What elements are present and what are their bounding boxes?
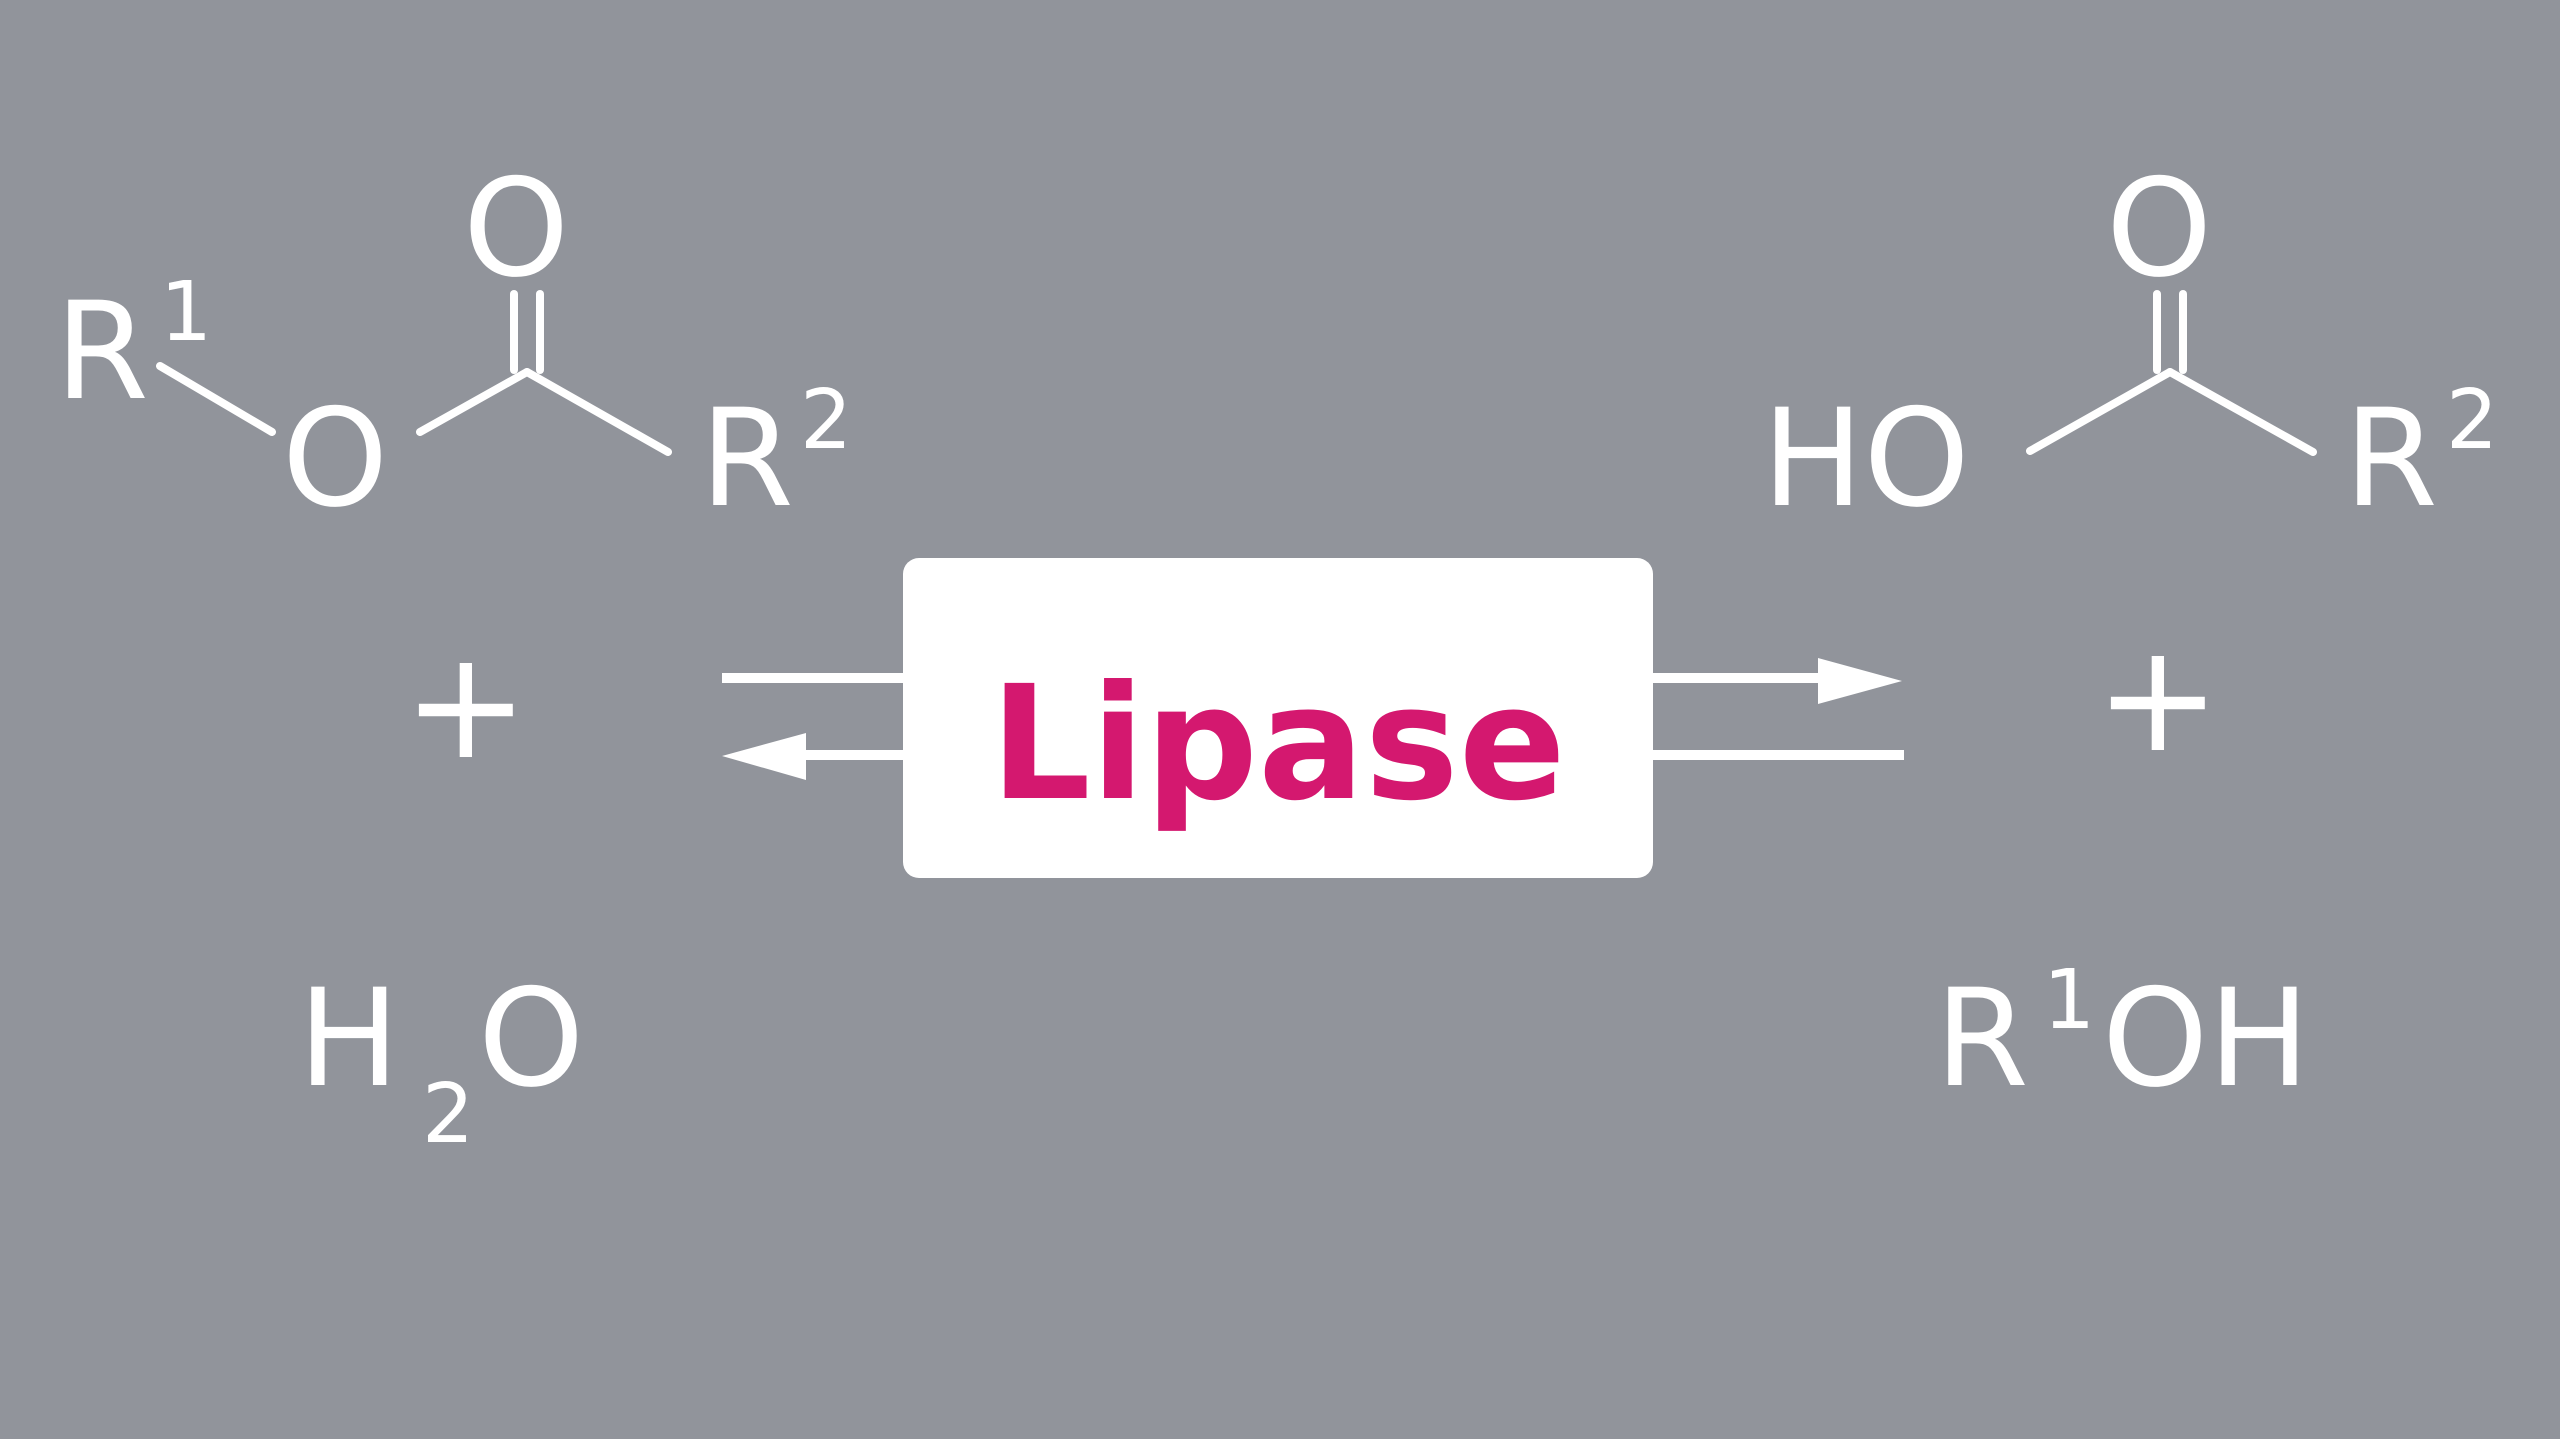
ester-r2-index: 2 bbox=[800, 373, 852, 468]
enzyme-box-background bbox=[903, 558, 1653, 878]
hydroxyl-group: HO bbox=[1762, 380, 1970, 537]
enzyme-label: Lipase bbox=[990, 652, 1566, 836]
alcohol-r-index: 1 bbox=[2043, 953, 2095, 1048]
ester-r2-label: R bbox=[700, 380, 794, 537]
reverse-arrowhead bbox=[722, 733, 806, 780]
alcohol-hydroxyl: OH bbox=[2102, 960, 2310, 1117]
r1-index: 1 bbox=[160, 265, 212, 360]
r1-label: R bbox=[55, 273, 149, 430]
forward-arrowhead bbox=[1818, 658, 1902, 704]
enzyme-box: Lipase bbox=[903, 558, 1653, 878]
reactant-plus: + bbox=[403, 619, 529, 793]
product-plus: + bbox=[2095, 612, 2221, 786]
bond-r1-o bbox=[156, 362, 276, 436]
ester-carbonyl-oxygen: O bbox=[463, 150, 569, 307]
acid-r2-index: 2 bbox=[2446, 373, 2498, 468]
water-hydrogen: H bbox=[298, 960, 400, 1117]
bond-o-c bbox=[416, 368, 531, 436]
acid-carbonyl-oxygen: O bbox=[2106, 150, 2212, 307]
acid-r2-label: R bbox=[2344, 380, 2438, 537]
alcohol-r-label: R bbox=[1935, 960, 2029, 1117]
bond-c-r2-product bbox=[2166, 368, 2317, 456]
bond-ho-c bbox=[2026, 368, 2174, 455]
acid-molecule: HO O R 2 bbox=[1762, 150, 2498, 537]
water-oxygen: O bbox=[478, 960, 584, 1117]
water-subscript: 2 bbox=[422, 1067, 474, 1162]
ester-molecule: R 1 O O R 2 bbox=[55, 150, 852, 537]
ester-oxygen: O bbox=[282, 380, 388, 537]
alcohol-molecule: R 1 OH bbox=[1935, 953, 2310, 1117]
water-molecule: H 2 O bbox=[298, 960, 584, 1162]
bond-c-r2 bbox=[523, 368, 672, 456]
